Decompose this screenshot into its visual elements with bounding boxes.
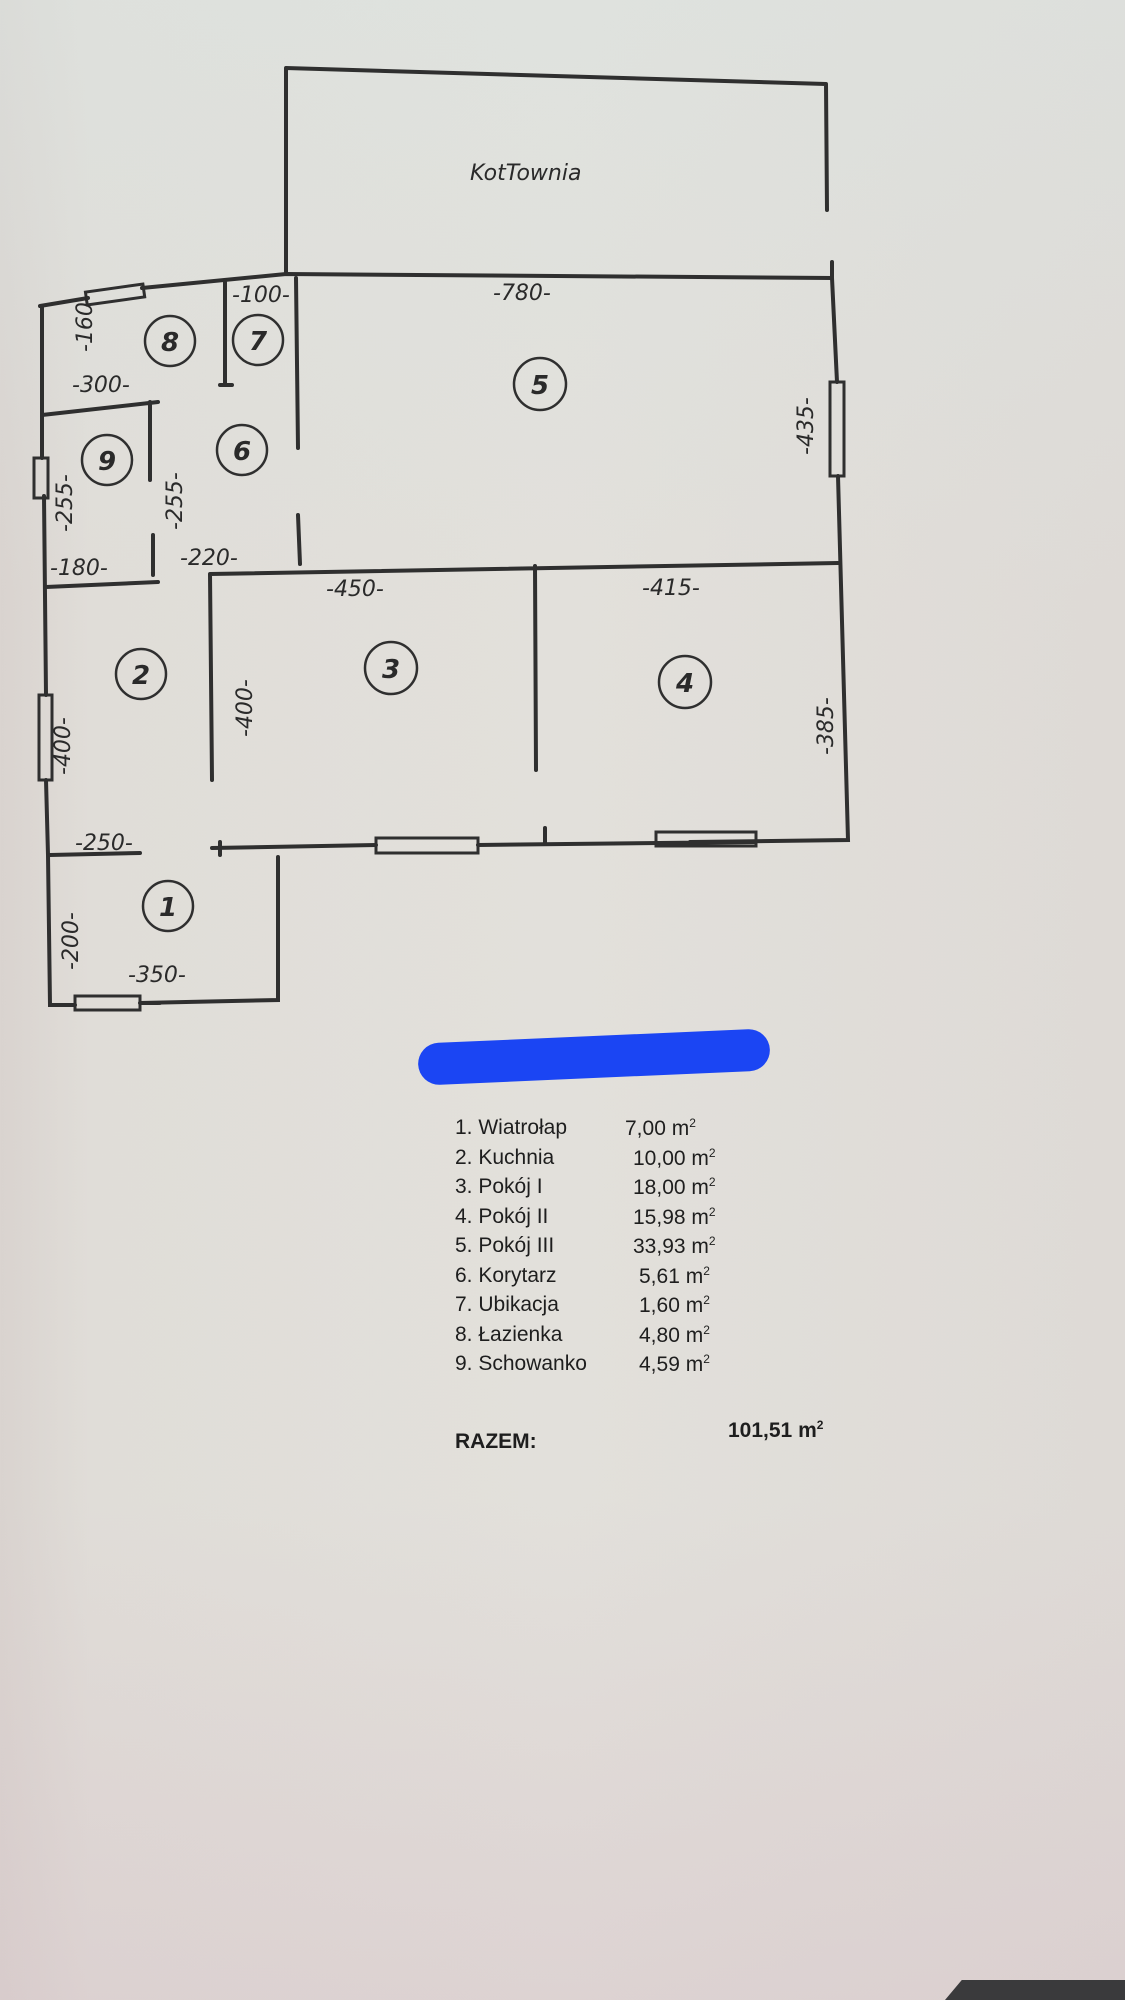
room-5-circle bbox=[512, 356, 568, 412]
dim-400-left: -400- bbox=[51, 717, 76, 775]
boiler-room-label: KotTownia bbox=[470, 161, 581, 186]
dim-220: -220- bbox=[180, 546, 238, 571]
room-4-circle bbox=[657, 654, 713, 710]
room-3-circle bbox=[363, 640, 419, 696]
boiler-room-walls bbox=[284, 66, 829, 274]
room-area: 15,98 m2 bbox=[633, 1204, 716, 1229]
dim-100: -100- bbox=[232, 283, 290, 308]
room-2-circle bbox=[114, 647, 168, 701]
dim-350: -350- bbox=[128, 963, 186, 988]
dim-255-right: -255- bbox=[163, 472, 188, 530]
room-area: 4,59 m2 bbox=[639, 1352, 710, 1376]
room-name: 5. Pokój III bbox=[455, 1234, 555, 1257]
dim-435: -435- bbox=[794, 397, 819, 455]
dim-415: -415- bbox=[642, 576, 700, 601]
room-area: 4,80 m2 bbox=[639, 1322, 710, 1347]
room-number: 2 bbox=[132, 661, 150, 691]
room-name: 9. Schowanko bbox=[455, 1352, 587, 1375]
room-number: 3 bbox=[382, 655, 400, 685]
room-name: 8. Łazienka bbox=[455, 1322, 563, 1346]
room-name: 3. Pokój I bbox=[455, 1175, 543, 1198]
room-number-circles bbox=[80, 313, 713, 933]
room-name: 1. Wiatrołap bbox=[455, 1116, 568, 1139]
dim-385: -385- bbox=[814, 697, 839, 755]
total-area: 101,51 m2 bbox=[728, 1418, 824, 1442]
room-area: 33,93 m2 bbox=[633, 1234, 716, 1258]
room-name: 7. Ubikacja bbox=[455, 1293, 559, 1316]
dim-180: -180- bbox=[50, 556, 108, 581]
total-label: RAZEM: bbox=[455, 1430, 537, 1453]
dim-200: -200- bbox=[59, 912, 84, 970]
room-number: 5 bbox=[531, 371, 549, 401]
dim-780: -780- bbox=[493, 281, 551, 306]
floor-plan: KotTownia -100- -780- -160- -300- -255- … bbox=[32, 66, 851, 1012]
room-number: 8 bbox=[161, 328, 179, 358]
room-name: 2. Kuchnia bbox=[455, 1145, 555, 1169]
room-9-circle bbox=[80, 433, 134, 487]
room-area: 1,60 m2 bbox=[639, 1293, 710, 1317]
dim-160: -160- bbox=[73, 294, 98, 352]
room-1-circle bbox=[141, 879, 195, 933]
outer-walls bbox=[38, 260, 851, 1007]
room-number: 6 bbox=[233, 437, 251, 467]
room-8-circle bbox=[143, 314, 197, 368]
windows bbox=[32, 282, 846, 1012]
room-7-circle bbox=[231, 313, 285, 367]
interior-walls bbox=[40, 276, 840, 857]
room-6-circle bbox=[215, 423, 269, 477]
room-area: 7,00 m2 bbox=[625, 1116, 696, 1140]
dim-255-left: -255- bbox=[53, 474, 78, 532]
room-name: 4. Pokój II bbox=[455, 1204, 549, 1228]
room-area: 18,00 m2 bbox=[633, 1175, 716, 1199]
table-corner bbox=[945, 1980, 1125, 2000]
room-name: 6. Korytarz bbox=[455, 1263, 557, 1287]
room-number: 4 bbox=[675, 669, 694, 699]
room-area: 5,61 m2 bbox=[639, 1263, 710, 1288]
room-number: 7 bbox=[249, 327, 268, 357]
room-number: 9 bbox=[98, 447, 116, 477]
dim-400-right: -400- bbox=[233, 679, 258, 737]
dimension-labels: -100- -780- -160- -300- -255- -255- -435… bbox=[50, 281, 839, 988]
dim-250: -250- bbox=[75, 831, 133, 856]
dim-450: -450- bbox=[326, 577, 384, 602]
room-number: 1 bbox=[159, 893, 177, 923]
dim-300: -300- bbox=[72, 373, 130, 398]
room-area: 10,00 m2 bbox=[633, 1145, 716, 1170]
